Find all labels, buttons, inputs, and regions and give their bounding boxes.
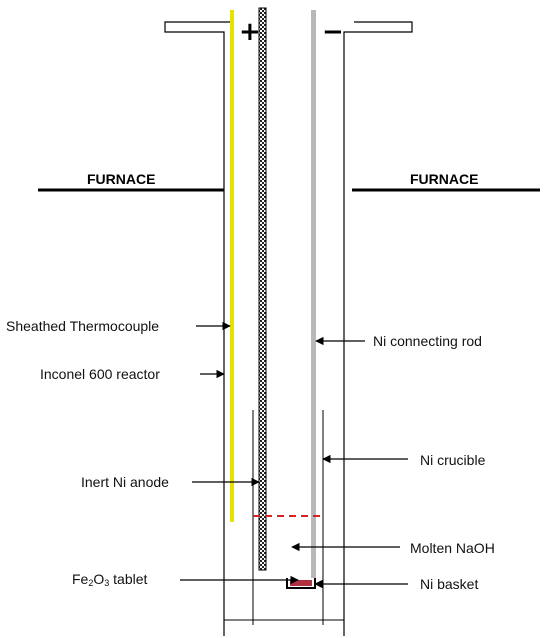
fe2o3-tablet bbox=[290, 580, 312, 586]
tablet-sub-3: 3 bbox=[104, 578, 109, 588]
label-ni-crucible: Ni crucible bbox=[420, 452, 486, 468]
label-inert-ni-anode: Inert Ni anode bbox=[81, 474, 169, 490]
reactor-flange-right bbox=[343, 21, 413, 636]
label-fe2o3-tablet: Fe2O3 tablet bbox=[72, 571, 148, 588]
negative-terminal: − bbox=[322, 17, 344, 47]
tablet-sub-2: 2 bbox=[88, 578, 93, 588]
tablet-chem-o: O bbox=[93, 571, 104, 587]
positive-terminal: + bbox=[239, 17, 261, 47]
furnace-label-left: FURNACE bbox=[87, 171, 155, 187]
label-sheathed-thermocouple: Sheathed Thermocouple bbox=[6, 318, 159, 334]
label-molten-naoh: Molten NaOH bbox=[410, 540, 495, 556]
inert-ni-anode bbox=[258, 7, 267, 571]
furnace-label-right: FURNACE bbox=[410, 171, 478, 187]
ni-connecting-rod bbox=[311, 10, 316, 578]
tablet-word: tablet bbox=[109, 571, 147, 587]
label-inconel-reactor: Inconel 600 reactor bbox=[40, 366, 160, 382]
label-ni-basket: Ni basket bbox=[420, 576, 478, 592]
reactor-flange-left bbox=[164, 21, 234, 636]
tablet-chem-fe: Fe bbox=[72, 571, 89, 587]
sheathed-thermocouple bbox=[230, 10, 234, 522]
label-ni-connecting-rod: Ni connecting rod bbox=[373, 333, 482, 349]
